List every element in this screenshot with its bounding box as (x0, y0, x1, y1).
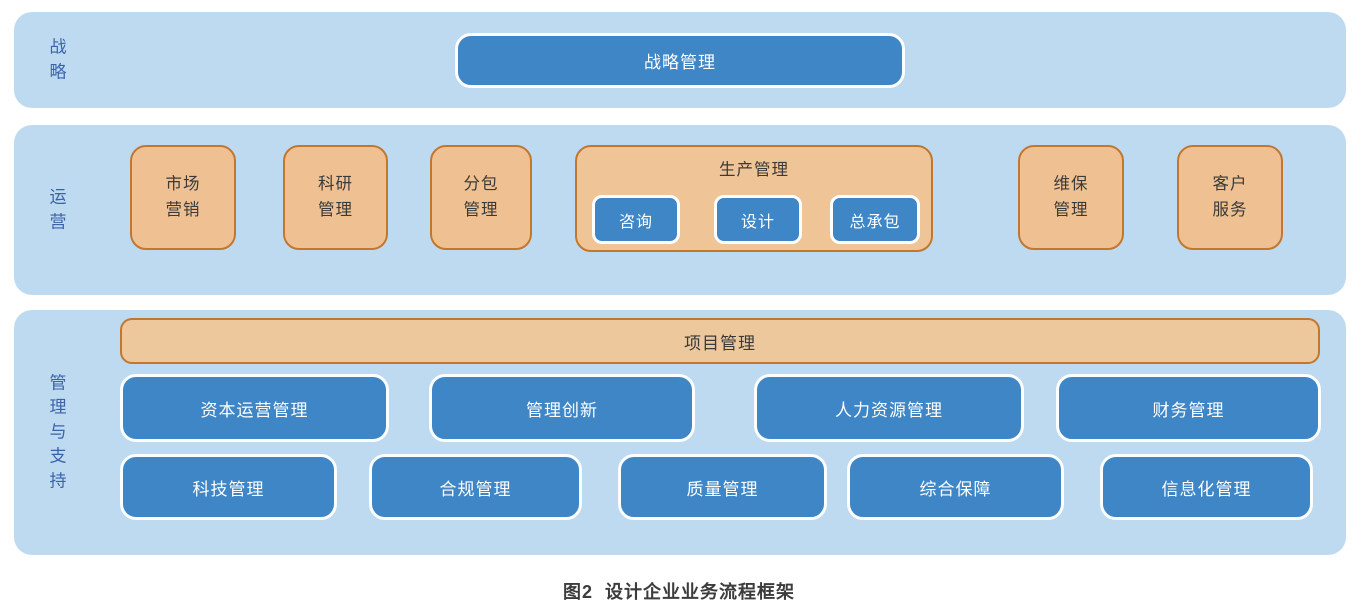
production-management-group: 生产管理 咨询 设计 总承包 (575, 145, 933, 252)
figure-caption: 图2 设计企业业务流程框架 (562, 582, 795, 602)
production-management-label: 生产管理 (719, 161, 789, 179)
capital-operation-management-box: 资本运营管理 (120, 374, 389, 442)
strategy-band: 战略 战略管理 (14, 12, 1346, 108)
comprehensive-support-box: 综合保障 (847, 454, 1064, 520)
consulting-chip: 咨询 (592, 195, 680, 244)
marketing-box: 市场 营销 (130, 145, 236, 250)
management-innovation-box: 管理创新 (429, 374, 695, 442)
project-management-bar: 项目管理 (120, 318, 1320, 364)
customer-service-box: 客户 服务 (1177, 145, 1283, 250)
general-contracting-chip: 总承包 (830, 195, 920, 244)
research-management-box: 科研 管理 (283, 145, 388, 250)
design-chip: 设计 (714, 195, 802, 244)
tech-management-box: 科技管理 (120, 454, 337, 520)
management-support-side-label: 管理与支持 (49, 372, 67, 491)
maintenance-management-box: 维保 管理 (1018, 145, 1124, 250)
management-support-band: 管理与支持 项目管理 资本运营管理 管理创新 人力资源管理 财务管理 科技管理 … (14, 310, 1346, 555)
operations-band: 运营 市场 营销 科研 管理 分包 管理 生产管理 咨询 设计 总承包 维保 管… (14, 125, 1346, 295)
operations-side-label: 运营 (49, 187, 67, 231)
subcontract-management-box: 分包 管理 (430, 145, 532, 250)
finance-management-box: 财务管理 (1056, 374, 1321, 442)
hr-management-box: 人力资源管理 (754, 374, 1024, 442)
quality-management-box: 质量管理 (618, 454, 827, 520)
compliance-management-box: 合规管理 (369, 454, 582, 520)
strategy-side-label: 战略 (49, 37, 67, 81)
strategy-management-box: 战略管理 (455, 33, 905, 88)
information-management-box: 信息化管理 (1100, 454, 1313, 520)
